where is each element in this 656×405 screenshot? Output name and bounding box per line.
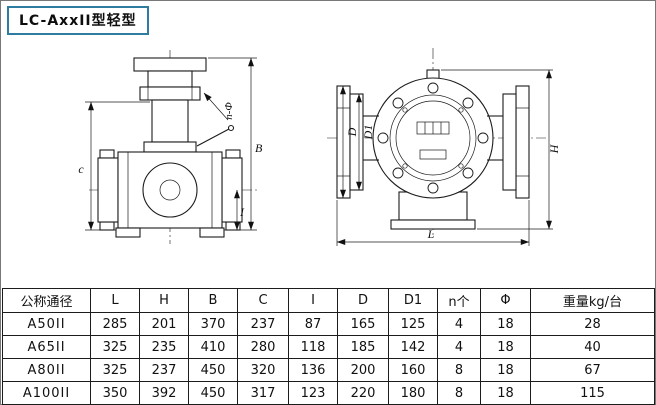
value-cell: 18 — [480, 312, 531, 336]
model-cell: A65II — [2, 335, 91, 359]
value-cell: 115 — [530, 381, 655, 405]
value-cell: 18 — [480, 335, 531, 359]
value-cell: 185 — [337, 335, 389, 359]
table-header-row: 公称通径 L H B C I D D1 n个 Φ 重量kg/台 — [2, 288, 655, 313]
value-cell: 125 — [388, 312, 438, 336]
side-view — [327, 48, 546, 238]
column-header-weight: 重量kg/台 — [530, 288, 655, 313]
value-cell: 4 — [437, 335, 481, 359]
value-cell: 237 — [139, 358, 189, 382]
front-view-dimensions: c B I n-Φ — [78, 57, 263, 231]
value-cell: 8 — [437, 381, 481, 405]
model-cell: A50II — [2, 312, 91, 336]
column-header-d: D — [337, 288, 389, 313]
dim-d-label: D — [345, 127, 359, 137]
value-cell: 370 — [188, 312, 238, 336]
page-title: LC-AxxII型轻型 — [19, 13, 137, 29]
column-header-h: H — [139, 288, 189, 313]
value-cell: 220 — [337, 381, 389, 405]
value-cell: 317 — [237, 381, 289, 405]
value-cell: 28 — [530, 312, 655, 336]
front-view — [89, 50, 259, 244]
value-cell: 142 — [388, 335, 438, 359]
value-cell: 280 — [237, 335, 289, 359]
technical-drawing: c B I n-Φ — [78, 48, 561, 246]
value-cell: 160 — [388, 358, 438, 382]
value-cell: 165 — [337, 312, 389, 336]
value-cell: 325 — [90, 358, 140, 382]
value-cell: 87 — [288, 312, 338, 336]
value-cell: 235 — [139, 335, 189, 359]
value-cell: 325 — [90, 335, 140, 359]
title-box: LC-AxxII型轻型 — [7, 6, 149, 35]
value-cell: 40 — [530, 335, 655, 359]
column-header-l: L — [90, 288, 140, 313]
value-cell: 18 — [480, 358, 531, 382]
value-cell: 201 — [139, 312, 189, 336]
value-cell: 392 — [139, 381, 189, 405]
value-cell: 450 — [188, 358, 238, 382]
value-cell: 18 — [480, 381, 531, 405]
dim-c-label: c — [78, 162, 84, 176]
dim-i-label: I — [239, 205, 245, 219]
column-header-c: C — [237, 288, 289, 313]
value-cell: 350 — [90, 381, 140, 405]
dim-b-label: B — [255, 141, 263, 155]
value-cell: 4 — [437, 312, 481, 336]
model-cell: A100II — [2, 381, 91, 405]
column-header-i: I — [288, 288, 338, 313]
value-cell: 450 — [188, 381, 238, 405]
column-header-b: B — [188, 288, 238, 313]
value-cell: 180 — [388, 381, 438, 405]
value-cell: 8 — [437, 358, 481, 382]
value-cell: 67 — [530, 358, 655, 382]
value-cell: 237 — [237, 312, 289, 336]
side-view-dimensions: D D1 H L — [336, 69, 561, 246]
dim-h-label: H — [547, 143, 561, 154]
value-cell: 285 — [90, 312, 140, 336]
value-cell: 320 — [237, 358, 289, 382]
dim-d1-label: D1 — [361, 125, 375, 141]
column-header-phi: Φ — [480, 288, 531, 313]
column-header-dn: 公称通径 — [2, 288, 91, 313]
value-cell: 123 — [288, 381, 338, 405]
column-header-d1: D1 — [388, 288, 438, 313]
bolt-count-label: n-Φ — [223, 102, 235, 120]
dim-l-label: L — [427, 227, 435, 241]
value-cell: 200 — [337, 358, 389, 382]
value-cell: 136 — [288, 358, 338, 382]
value-cell: 118 — [288, 335, 338, 359]
column-header-n: n个 — [437, 288, 481, 313]
value-cell: 410 — [188, 335, 238, 359]
model-cell: A80II — [2, 358, 91, 382]
